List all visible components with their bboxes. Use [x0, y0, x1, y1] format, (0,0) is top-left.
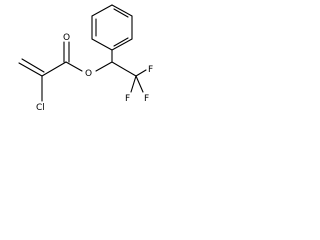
bond-ccarbonyl-oester [65, 61, 83, 72]
ring-inner-double-3 [113, 37, 129, 47]
atom-labels: O O Cl F F F [36, 33, 153, 113]
ring-bond-4 [111, 4, 133, 17]
atom-label-fluorine-top: F [148, 65, 153, 75]
bond-cf3-f-left [130, 75, 137, 93]
atom-label-chlorine: Cl [36, 103, 45, 113]
ring-bond-1 [91, 38, 113, 51]
bond-ch-cf3 [111, 61, 137, 77]
atom-label-fluorine-right: F [144, 94, 149, 104]
ring-inner-double-2 [113, 8, 129, 18]
bond-vinyl-double-a [18, 62, 43, 77]
ring-bond-3 [91, 4, 113, 17]
atom-label-fluorine-left: F [125, 94, 130, 104]
bond-oester-ch [95, 61, 113, 72]
phenyl-ring [91, 4, 133, 51]
bond-cf3-f-top [135, 69, 147, 77]
atom-label-oxygen-carbonyl: O [63, 33, 70, 43]
bond-vinyl-double-b [21, 58, 45, 73]
bond-cf3-f-right [135, 75, 144, 93]
ring-bond-6 [111, 38, 133, 51]
bond-calpha-ccarbonyl [41, 61, 67, 77]
molecule-structure: O O Cl F F F [18, 4, 153, 113]
bonds [18, 41, 147, 102]
atom-label-oxygen-ester: O [85, 69, 92, 79]
